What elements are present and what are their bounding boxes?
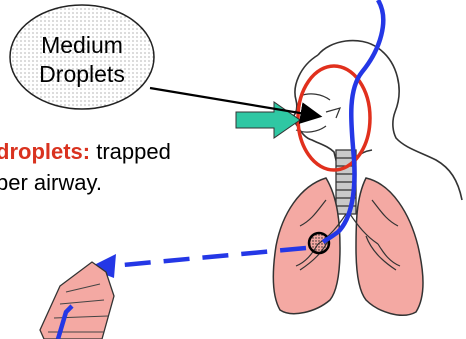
caption-line-2: per airway. bbox=[0, 167, 171, 198]
caption-line-1: droplets: trapped bbox=[0, 136, 171, 167]
bubble-line-1: Medium bbox=[41, 32, 123, 58]
caption-emphasis: droplets: bbox=[0, 139, 90, 164]
deposition-caption: droplets: trapped per airway. bbox=[0, 136, 171, 198]
body-outline bbox=[292, 41, 462, 200]
medium-droplets-bubble: Medium Droplets bbox=[10, 5, 154, 109]
particle-marker bbox=[309, 233, 329, 253]
left-lung bbox=[273, 178, 340, 314]
airway-segment bbox=[40, 262, 114, 339]
right-lung bbox=[356, 178, 423, 315]
inlet-arrow bbox=[150, 88, 318, 138]
bubble-line-2: Droplets bbox=[39, 61, 125, 87]
caption-rest: trapped bbox=[90, 139, 171, 164]
